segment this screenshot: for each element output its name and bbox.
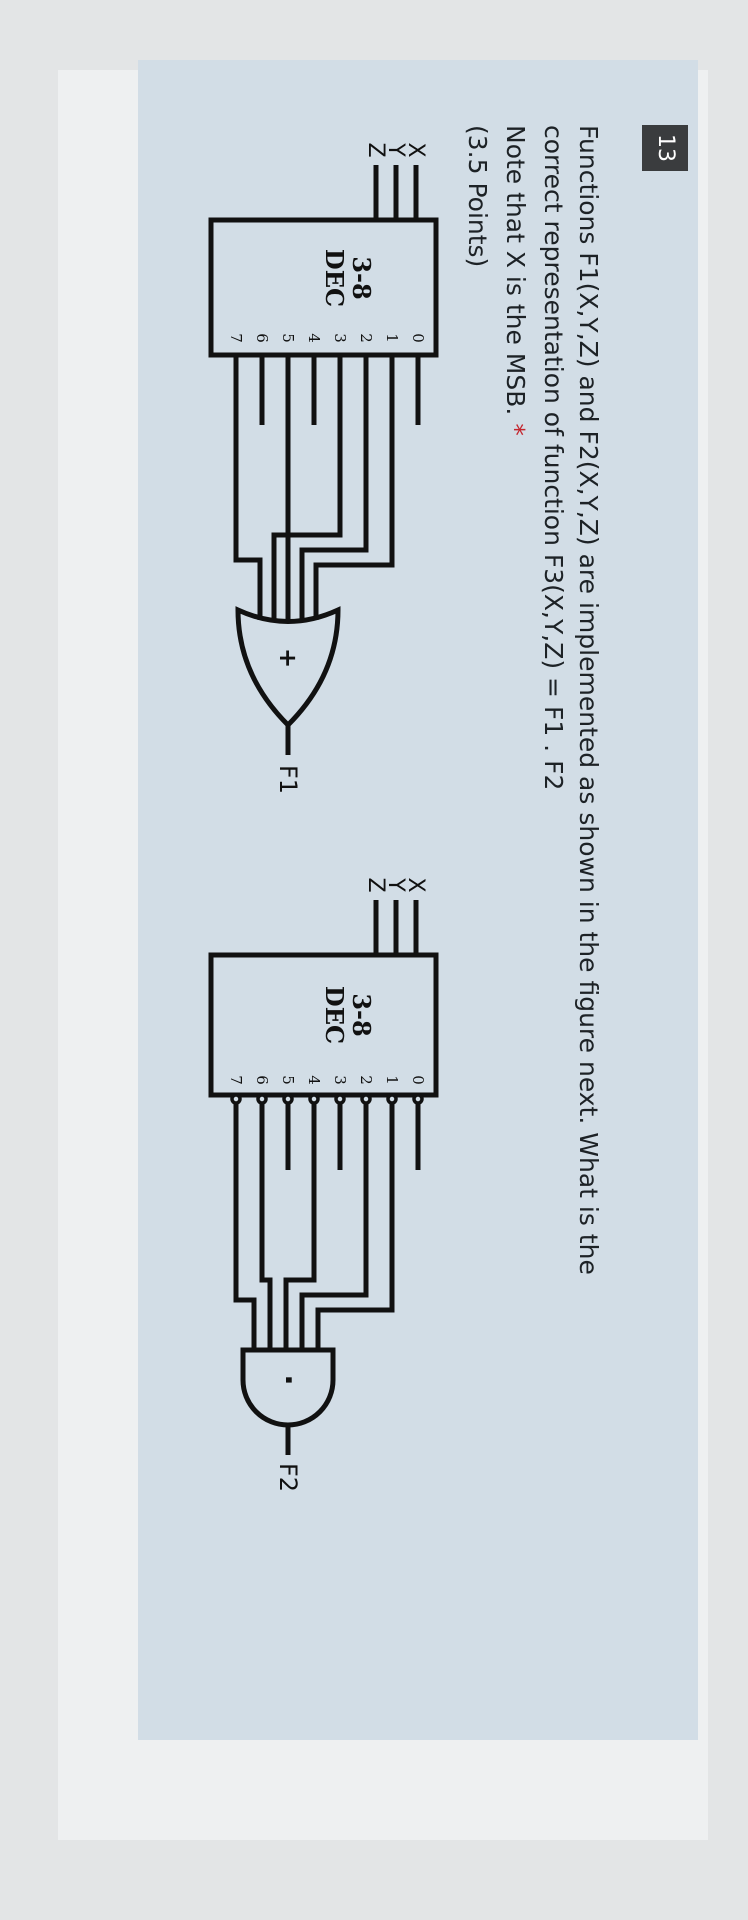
decoder2-output-lines <box>233 1103 421 1170</box>
circuit-diagram: X Y Z 3-8 DEC 0 1 2 3 4 5 6 7 + F1 X <box>208 142 439 1492</box>
decoder2-output-6: 6 <box>253 1075 271 1085</box>
or-gate-symbol: + <box>274 648 302 668</box>
decoder1-output-1: 1 <box>383 333 401 343</box>
decoder2-box <box>208 952 439 1098</box>
f1-output-label: F1 <box>274 765 302 794</box>
decoder2-input-y: Y <box>383 877 408 892</box>
decoder2-input-z: Z <box>363 877 388 892</box>
decoder2-label-top: 3-8 <box>347 993 376 1036</box>
decoder1-wires <box>233 425 395 620</box>
decoder2-output-1: 1 <box>383 1075 401 1085</box>
decoder1-box <box>208 217 439 358</box>
decoder1-input-y: Y <box>383 142 408 157</box>
decoder1-output-4: 4 <box>305 333 323 343</box>
and-gate-symbol: . <box>278 1374 313 1385</box>
decoder2-input-x: X <box>403 877 428 892</box>
f2-output-label: F2 <box>274 1463 302 1492</box>
decoder1-output-2: 2 <box>357 333 375 343</box>
decoder2-wires <box>233 1170 395 1350</box>
decoder1-label-top: 3-8 <box>347 256 376 299</box>
decoder1-output-3: 3 <box>331 333 349 343</box>
and-gate <box>240 1347 336 1428</box>
decoder2-output-2: 2 <box>357 1075 375 1085</box>
decoder2-output-0: 0 <box>409 1075 427 1085</box>
decoder1-label-bottom: DEC <box>320 249 349 307</box>
decoder1-input-z: Z <box>363 142 388 157</box>
decoder1-output-5: 5 <box>279 333 297 343</box>
decoder1-output-0: 0 <box>409 333 427 343</box>
decoder2-output-3: 3 <box>331 1075 349 1085</box>
decoder2-output-4: 4 <box>305 1075 323 1085</box>
question-panel: 13 Functions F1(X,Y,Z) and F2(X,Y,Z) are… <box>138 60 698 1740</box>
decoder1-output-7: 7 <box>227 333 245 343</box>
or-gate <box>235 606 341 729</box>
decoder1-output-lines <box>233 355 421 425</box>
decoder2-label-bottom: DEC <box>320 986 349 1044</box>
decoder1-input-x: X <box>403 142 428 157</box>
decoder1-output-6: 6 <box>253 333 271 343</box>
decoder2-bubbles <box>230 1093 424 1105</box>
decoder2-output-5: 5 <box>279 1075 297 1085</box>
decoder2-output-7: 7 <box>227 1075 245 1085</box>
question-card: 13 Functions F1(X,Y,Z) and F2(X,Y,Z) are… <box>58 60 708 1840</box>
